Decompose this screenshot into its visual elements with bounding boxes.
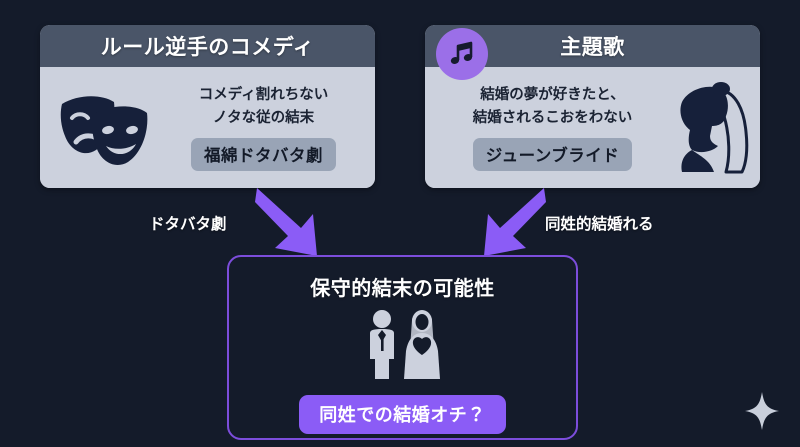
card-comedy-text-block: コメディ割れちない ノタな従の結末 福綿ドタバタ劇 [158, 84, 375, 171]
card-song-line-2: 結婚されるこおをわない [472, 109, 633, 126]
card-comedy-pill[interactable]: 福綿ドタバタ劇 [191, 137, 336, 171]
card-comedy-line-1: コメディ割れちない [198, 87, 329, 104]
card-song-header: 主題歌 [425, 25, 760, 67]
arrow-left-label: ドタバタ劇 [149, 215, 227, 233]
music-note-icon [436, 28, 488, 80]
card-song-pill[interactable]: ジューンブライド [472, 137, 633, 171]
wedding-couple-icon [356, 309, 450, 385]
card-song-text-block: 結婚の夢が好きたと、 結婚されるこおをわない ジューンブライド [441, 84, 664, 171]
card-comedy[interactable]: ルール逆手のコメディ コメディ割れちない ノタ [40, 25, 375, 188]
card-comedy-body: コメディ割れちない ノタな従の結末 福綿ドタバタ劇 [40, 67, 375, 188]
sparkle-icon [745, 392, 779, 430]
arrow-right-label: 同姓的結婚れる [545, 215, 654, 233]
card-comedy-header: ルール逆手のコメディ [40, 25, 375, 67]
card-song[interactable]: 主題歌 結婚の夢が好きたと、 結婚されるこおをわない ジューンブライド [425, 25, 760, 188]
bride-silhouette-icon [664, 80, 760, 176]
card-song-body: 結婚の夢が好きたと、 結婚されるこおをわない ジューンブライド [425, 67, 760, 188]
theatre-masks-icon [50, 88, 158, 168]
arrow-down-right-icon [255, 186, 335, 260]
card-result-pill[interactable]: 同姓での結婚オチ？ [299, 395, 506, 434]
card-result-title: 保守的結末の可能性 [310, 276, 495, 300]
arrow-down-left-icon [466, 186, 546, 260]
card-result[interactable]: 保守的結末の可能性 同姓での結婚オチ？ [227, 255, 578, 440]
card-comedy-line-2: ノタな従の結末 [212, 109, 315, 126]
card-song-line-1: 結婚の夢が好きたと、 [480, 87, 625, 104]
card-song-title: 主題歌 [560, 35, 625, 59]
card-comedy-title: ルール逆手のコメディ [100, 35, 315, 59]
